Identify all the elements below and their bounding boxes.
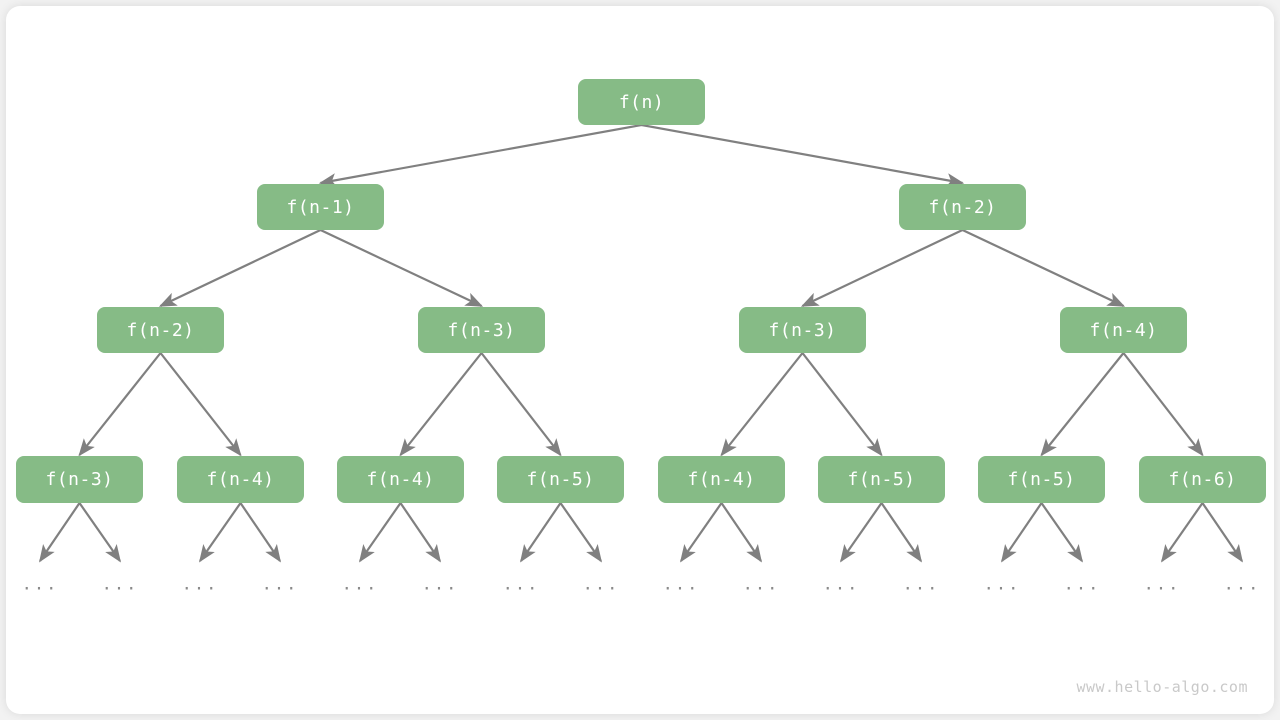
tree-node-label: f(n-5) <box>526 469 595 490</box>
tree-node-label: f(n) <box>618 91 665 113</box>
tree-node-n12: f(n-5) <box>818 456 945 503</box>
ellipsis-marker: ... <box>181 574 219 595</box>
tree-node-label: f(n-5) <box>847 469 916 490</box>
tree-node-label: f(n-5) <box>1007 469 1076 490</box>
tree-node-n0: f(n) <box>578 79 705 125</box>
ellipsis-marker: ... <box>21 574 59 595</box>
tree-node-n4: f(n-3) <box>418 307 545 353</box>
ellipsis-marker: ... <box>101 574 139 595</box>
ellipsis-marker: ... <box>983 574 1021 595</box>
tree-node-label: f(n-1) <box>286 196 355 218</box>
tree-node-label: f(n-6) <box>1168 469 1237 490</box>
tree-node-label: f(n-3) <box>45 469 114 490</box>
tree-node-n2: f(n-2) <box>899 184 1026 230</box>
watermark: www.hello-algo.com <box>1076 678 1248 696</box>
tree-node-n13: f(n-5) <box>978 456 1105 503</box>
tree-node-label: f(n-4) <box>206 469 275 490</box>
ellipsis-marker: ... <box>261 574 299 595</box>
ellipsis-marker: ... <box>902 574 940 595</box>
tree-node-label: f(n-2) <box>928 196 997 218</box>
ellipsis-marker: ... <box>582 574 620 595</box>
tree-node-n11: f(n-4) <box>658 456 785 503</box>
tree-node-label: f(n-4) <box>366 469 435 490</box>
tree-node-label: f(n-3) <box>768 319 837 341</box>
ellipsis-marker: ... <box>1063 574 1101 595</box>
tree-node-label: f(n-4) <box>1089 319 1158 341</box>
ellipsis-marker: ... <box>742 574 780 595</box>
ellipsis-marker: ... <box>1223 574 1261 595</box>
tree-node-n9: f(n-4) <box>337 456 464 503</box>
tree-node-n3: f(n-2) <box>97 307 224 353</box>
ellipsis-marker: ... <box>1143 574 1181 595</box>
tree-node-label: f(n-3) <box>447 319 516 341</box>
tree-node-n1: f(n-1) <box>257 184 384 230</box>
ellipsis-marker: ... <box>662 574 700 595</box>
ellipsis-marker: ... <box>502 574 540 595</box>
tree-node-n8: f(n-4) <box>177 456 304 503</box>
ellipsis-marker: ... <box>421 574 459 595</box>
tree-node-label: f(n-2) <box>126 319 195 341</box>
ellipsis-marker: ... <box>341 574 379 595</box>
tree-node-n7: f(n-3) <box>16 456 143 503</box>
tree-node-n14: f(n-6) <box>1139 456 1266 503</box>
ellipsis-marker: ... <box>822 574 860 595</box>
tree-node-n6: f(n-4) <box>1060 307 1187 353</box>
tree-node-n5: f(n-3) <box>739 307 866 353</box>
tree-node-n10: f(n-5) <box>497 456 624 503</box>
tree-node-label: f(n-4) <box>687 469 756 490</box>
